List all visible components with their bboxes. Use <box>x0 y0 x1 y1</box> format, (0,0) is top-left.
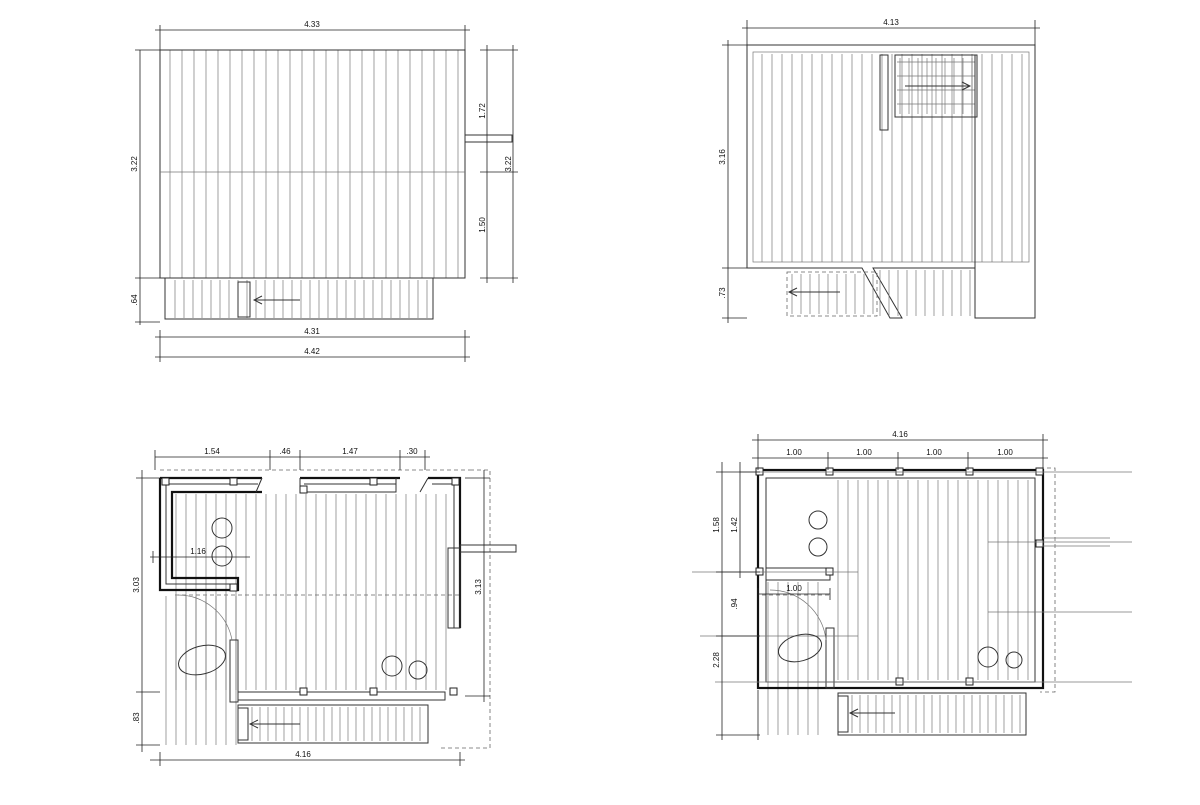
stool <box>408 660 428 680</box>
lower-deck-boards <box>879 270 971 316</box>
posts <box>755 467 1044 686</box>
west-wall <box>158 478 262 592</box>
roof-outline <box>746 44 1036 319</box>
dim-upper-height: 1.58 <box>712 517 721 533</box>
stool <box>808 537 828 557</box>
chimney-pipe <box>464 134 513 143</box>
dim-bay: 1.00 <box>997 448 1013 457</box>
deck-boards <box>174 280 428 318</box>
step-stringer <box>837 695 849 733</box>
dim-lower-slope: 1.50 <box>478 217 487 233</box>
dim-deck-width: 4.31 <box>304 327 320 336</box>
dim-deck-depth: .64 <box>130 294 139 306</box>
dim-height-left: 3.22 <box>130 156 139 172</box>
partition-post <box>825 627 835 689</box>
step-stringer <box>237 281 251 318</box>
dim-overall-width: 4.42 <box>304 347 320 356</box>
south-wall <box>238 691 446 701</box>
table <box>777 633 823 663</box>
stool <box>808 510 828 530</box>
dim-bay: 1.00 <box>786 448 802 457</box>
roof-plan-a: 4.33 3.22 1.72 3.22 1.50 .64 4.31 4.42 <box>130 20 518 362</box>
dim-deck-depth: .83 <box>132 712 141 724</box>
stair-arrow-upper <box>905 81 972 91</box>
dim-width-top: 4.13 <box>883 18 899 27</box>
entry-arrow <box>252 295 300 305</box>
entry-deck <box>164 277 434 320</box>
dim-bench-width: 1.16 <box>190 547 206 556</box>
dim-height-right: 3.22 <box>504 156 513 172</box>
roof-overhang-dashed <box>1040 467 1056 693</box>
stool <box>381 655 403 677</box>
opening-jamb <box>879 54 889 131</box>
stool <box>211 545 233 567</box>
north-wall-inner <box>166 483 455 628</box>
floor-plan-b: 4.16 1.00 1.00 1.00 1.00 1.58 1.42 .94 1… <box>692 430 1132 740</box>
window-frame <box>299 478 397 493</box>
dim-stair-depth: .73 <box>718 287 727 299</box>
lower-stair-dashed <box>786 271 878 317</box>
roof-boards <box>761 54 1023 262</box>
table <box>178 644 226 676</box>
dim-lower-height: 2.28 <box>712 652 721 668</box>
window-jambs <box>255 477 429 493</box>
door-swing <box>177 594 233 641</box>
entry-arrow <box>848 708 895 718</box>
roof-plan-b: 4.13 3.16 .73 <box>718 18 1040 323</box>
dim-door-zone: .94 <box>730 598 739 610</box>
floor-boards <box>767 480 1029 735</box>
roof-inner-outline <box>752 51 1030 263</box>
door-swing <box>769 589 827 641</box>
entry-arrow <box>248 719 300 729</box>
dim-overall-width: 4.16 <box>892 430 908 439</box>
dim-height-left: 3.16 <box>718 149 727 165</box>
stair-arrow-lower <box>787 287 840 297</box>
stair-opening <box>894 54 978 118</box>
dimension-lines <box>136 450 490 766</box>
floor-plan-a: 1.54 .46 1.47 .30 1.16 3.03 3.13 .83 4.1… <box>132 447 517 766</box>
dim-upper-slope: 1.72 <box>478 103 487 119</box>
dim-height-right: 3.13 <box>474 579 483 595</box>
stool <box>1005 651 1023 669</box>
bench <box>447 547 461 629</box>
deck-boards <box>851 695 1021 733</box>
outer-wall <box>756 468 1045 690</box>
roof-boards <box>169 50 459 278</box>
stool <box>211 517 233 539</box>
lower-stair-treads <box>791 274 874 314</box>
dimension-lines <box>716 434 1048 740</box>
roof-overhang-dashed <box>440 469 491 749</box>
partition-wall <box>766 567 831 581</box>
deck-boards <box>251 707 421 741</box>
dim-overall-width: 4.16 <box>295 750 311 759</box>
dim-door-width: 1.00 <box>786 584 802 593</box>
dim-width-top: 4.33 <box>304 20 320 29</box>
dimension-lines <box>722 20 1040 323</box>
stool <box>977 646 999 668</box>
dim-segment: .30 <box>406 447 418 456</box>
dim-bay: 1.00 <box>856 448 872 457</box>
dim-height-left: 3.03 <box>132 577 141 593</box>
partition-post <box>229 639 239 703</box>
dim-bay: 1.00 <box>926 448 942 457</box>
step-stringer <box>237 707 249 741</box>
dim-segment: 1.54 <box>204 447 220 456</box>
dim-segment: .46 <box>279 447 291 456</box>
dim-segment: 1.47 <box>342 447 358 456</box>
posts <box>161 477 460 696</box>
chimney-pipe <box>459 544 517 553</box>
dimension-lines <box>135 25 518 362</box>
floor-boards <box>165 494 447 745</box>
dim-inner-height: 1.42 <box>730 517 739 533</box>
west-wall-inner <box>165 484 232 585</box>
